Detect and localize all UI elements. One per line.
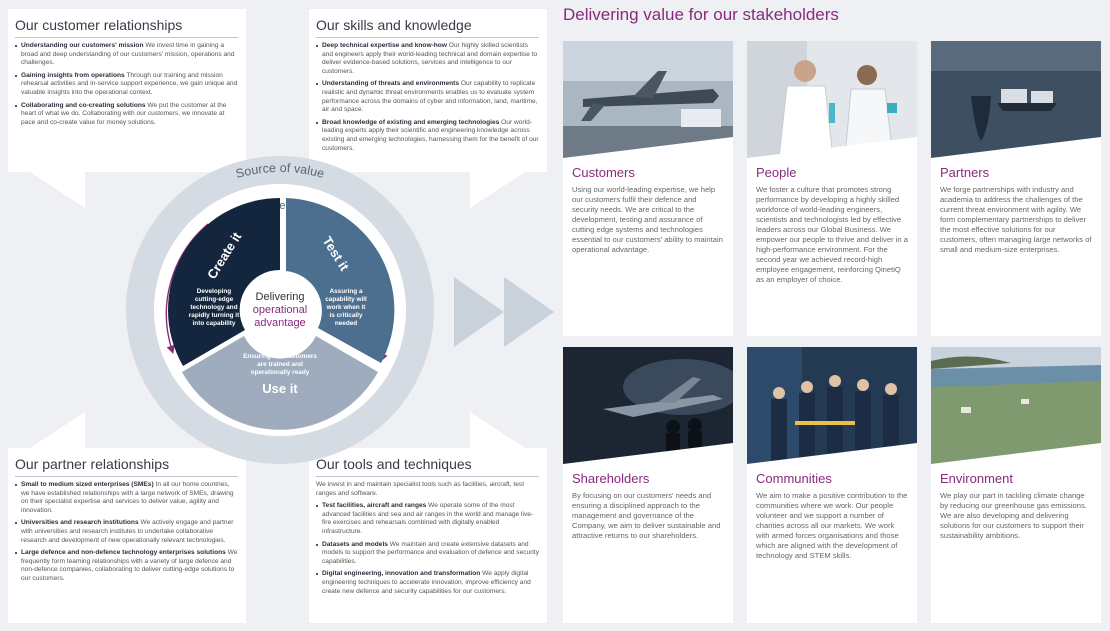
test-it-segment — [286, 198, 395, 363]
customer-relationships-panel: Our customer relationships Understanding… — [8, 9, 246, 172]
list-item: Small to medium sized enterprises (SMEs)… — [15, 481, 238, 515]
use-it-desc-1: Ensuring our customers — [243, 353, 317, 360]
list-item: Understanding of threats and environment… — [316, 80, 539, 114]
stakeholder-card-environment: Environment We play our part in tackling… — [931, 347, 1101, 623]
list-item: Test facilities, aircraft and ranges We … — [316, 502, 539, 536]
create-it-segment — [167, 198, 280, 366]
test-it-desc-4: is critically — [329, 312, 362, 319]
test-it-desc-3: work when it — [326, 304, 367, 311]
list-item: Collaborating and co-creating solutions … — [15, 102, 238, 128]
list-item: Gaining insights from operations Through… — [15, 72, 238, 98]
use-it-desc-2: are trained and — [257, 361, 303, 368]
partner-relationships-title: Our partner relationships — [15, 456, 238, 477]
center-line-1: Delivering — [256, 291, 305, 303]
skills-knowledge-title: Our skills and knowledge — [316, 17, 539, 38]
create-it-desc-3: technology and — [190, 304, 237, 311]
chevron-right-icon — [504, 277, 554, 347]
card-title: Partners — [940, 165, 990, 180]
chevron-right-icon — [454, 277, 504, 347]
center-line-3: advantage — [254, 317, 305, 329]
tools-pointer — [470, 412, 525, 448]
students-icon — [747, 347, 917, 464]
stakeholder-card-people: People We foster a culture that promotes… — [747, 41, 917, 336]
stakeholder-card-shareholders: Shareholders By focusing on our customer… — [563, 347, 733, 623]
partner-pointer — [30, 412, 85, 448]
card-title: Communities — [756, 471, 832, 486]
card-text: We aim to make a positive contribution t… — [756, 491, 908, 560]
customer-pointer — [30, 172, 85, 208]
card-title: People — [756, 165, 797, 180]
card-text: By focusing on our customers' needs and … — [572, 491, 721, 540]
value-wheel-diagram: Source of value Value we create Deliveri… — [126, 156, 434, 464]
skills-knowledge-panel: Our skills and knowledge Deep technical … — [309, 9, 547, 172]
aircraft-icon — [563, 347, 733, 464]
ships-icon — [931, 41, 1101, 158]
list-item: Datasets and models We maintain and crea… — [316, 541, 539, 567]
card-title: Shareholders — [572, 471, 650, 486]
stakeholder-card-communities: Communities We aim to make a positive co… — [747, 347, 917, 623]
list-item: Large defence and non-defence technology… — [15, 549, 238, 583]
stakeholder-card-customers: Customers Using our world-leading expert… — [563, 41, 733, 336]
list-item: Deep technical expertise and know-how Ou… — [316, 42, 539, 76]
test-it-desc-5: needed — [335, 320, 357, 327]
list-item: Universities and research institutions W… — [15, 519, 238, 545]
skills-pointer — [470, 172, 525, 208]
card-title: Environment — [940, 471, 1013, 486]
stakeholder-card-partners: Partners We forge partnerships with indu… — [931, 41, 1101, 336]
tools-intro: We invest in and maintain specialist too… — [316, 481, 525, 497]
source-of-value-label: Source of value — [234, 161, 326, 181]
use-it-segment — [182, 336, 378, 430]
drone-icon — [563, 41, 733, 158]
create-it-desc-2: cutting-edge — [195, 296, 234, 303]
create-it-desc-1: Developing — [197, 288, 232, 295]
test-it-desc-1: Assuring a — [329, 288, 362, 295]
test-it-desc-2: capability will — [325, 296, 367, 303]
card-title: Customers — [572, 165, 635, 180]
tools-techniques-panel: Our tools and techniques We invest in an… — [309, 448, 547, 623]
flow-arrows — [454, 277, 554, 347]
create-it-desc-4: rapidly turning it — [189, 312, 240, 319]
list-item: Broad knowledge of existing and emerging… — [316, 119, 539, 153]
create-it-desc-5: into capability — [193, 320, 236, 327]
use-it-title: Use it — [262, 381, 298, 396]
center-disc — [244, 274, 316, 346]
customer-relationships-title: Our customer relationships — [15, 17, 238, 38]
cycle-arrow-left — [165, 223, 209, 355]
landscape-icon — [931, 347, 1101, 464]
lab-icon — [747, 41, 917, 158]
card-text: We forge partnerships with industry and … — [940, 185, 1092, 254]
card-text: Using our world-leading expertise, we he… — [572, 185, 723, 254]
list-item: Understanding our customers' mission We … — [15, 42, 238, 68]
card-text: We foster a culture that promotes strong… — [756, 185, 908, 284]
stakeholders-heading: Delivering value for our stakeholders — [563, 5, 839, 24]
partner-relationships-panel: Our partner relationships Small to mediu… — [8, 448, 246, 623]
center-line-2: operational — [253, 304, 307, 316]
tools-techniques-title: Our tools and techniques — [316, 456, 539, 477]
card-text: We play our part in tackling climate cha… — [940, 491, 1087, 540]
use-it-desc-3: operationally ready — [251, 369, 310, 376]
list-item: Digital engineering, innovation and tran… — [316, 570, 539, 596]
